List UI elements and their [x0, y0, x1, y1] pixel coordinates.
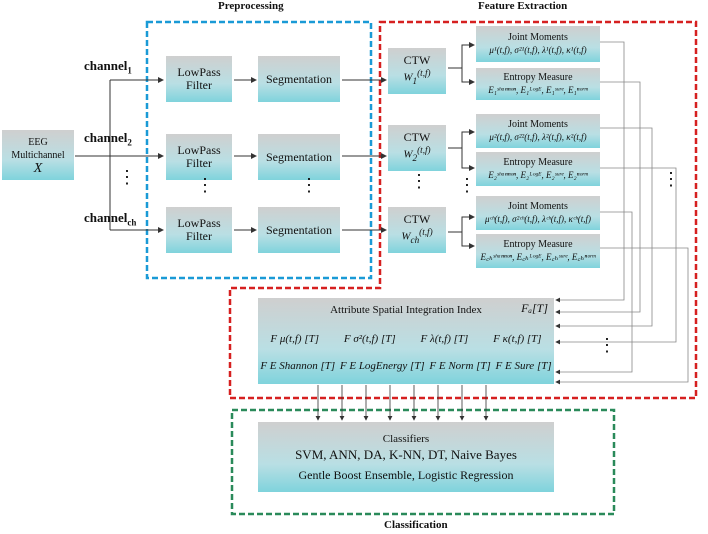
ctw-box-ch: CTW Wch(t,f) — [388, 207, 446, 253]
feature-extraction-frame — [228, 20, 698, 400]
segmentation-1: Segmentation — [258, 56, 340, 102]
channel-label-ch: channelch — [84, 210, 137, 228]
segmentation-ellipsis: ⋮ — [300, 175, 318, 195]
classifiers-title: Classifiers — [382, 432, 430, 445]
classification-header: Classification — [384, 519, 448, 531]
ctw-box-2: CTW W2(t,f) — [388, 125, 446, 171]
channel-label-1: channel1 — [84, 58, 132, 76]
attribute-ellipsis: ⋮ — [598, 335, 616, 355]
feature-ellipsis: ⋮ — [458, 175, 476, 195]
attribute-index-box: Attribute Spatial Integration Index Fₐ[T… — [258, 298, 554, 384]
eeg-multichannel-box: EEG Multichannel X — [2, 130, 74, 180]
eeg-line2: Multichannel — [11, 149, 65, 161]
ctw-ellipsis: ⋮ — [410, 171, 428, 191]
classification-frame — [230, 408, 616, 516]
eeg-line3: X — [33, 160, 43, 176]
preprocessing-frame — [145, 20, 373, 280]
lowpass-ellipsis: ⋮ — [196, 175, 214, 195]
attribute-row-moments: F μ(t,f) [T]F σ²(t,f) [T] F λ(t,f) [T]F … — [270, 333, 542, 345]
attribute-index-title: Attribute Spatial Integration Index — [330, 304, 482, 316]
classifiers-line2: Gentle Boost Ensemble, Logistic Regressi… — [298, 467, 514, 482]
classifiers-box: Classifiers SVM, ANN, DA, K-NN, DT, Naiv… — [258, 422, 554, 492]
segmentation-ch: Segmentation — [258, 207, 340, 253]
eeg-line1: EEG — [28, 136, 48, 148]
segmentation-2: Segmentation — [258, 134, 340, 180]
channel-ellipsis: ⋮ — [118, 167, 136, 187]
attribute-fa: Fₐ[T] — [521, 301, 548, 315]
channel-label-2: channel2 — [84, 130, 132, 148]
feature-extraction-header: Feature Extraction — [478, 0, 568, 12]
attribute-row-entropy: F E Shannon [T]F E LogEnergy [T] F E Nor… — [260, 360, 552, 372]
classifiers-line1: SVM, ANN, DA, K-NN, DT, Naive Bayes — [295, 446, 517, 462]
preprocessing-header: Preprocessing — [218, 0, 284, 12]
ctw-box-1: CTW W1(t,f) — [388, 48, 446, 94]
gray-line-ellipsis: ⋮ — [662, 169, 680, 189]
